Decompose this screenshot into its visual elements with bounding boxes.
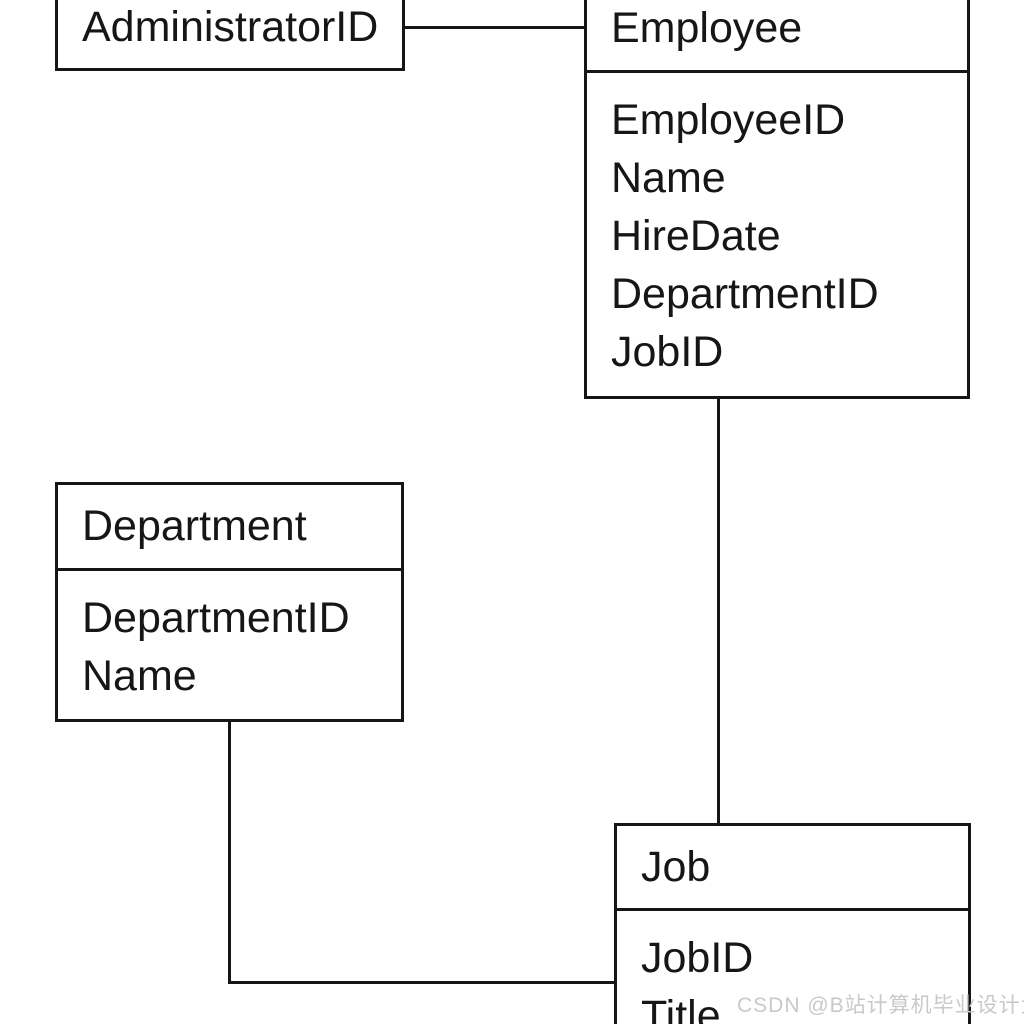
entity-title-job: Job xyxy=(617,826,968,911)
entity-field-list: AdministratorID xyxy=(58,0,402,56)
entity-title-department: Department xyxy=(58,485,401,571)
field-jobid: JobID xyxy=(611,328,724,376)
connector-department-job-vertical-segment xyxy=(228,720,231,984)
entity-employee: Employee EmployeeID Name HireDate Depart… xyxy=(584,0,970,399)
connector-employee-job xyxy=(717,397,720,825)
connector-administrator-employee xyxy=(404,26,586,29)
entity-field-list: EmployeeID Name HireDate DepartmentID Jo… xyxy=(587,73,967,381)
field-administratorid: AdministratorID xyxy=(82,3,379,51)
entity-administrator-partial: AdministratorID xyxy=(55,0,405,71)
field-name: Name xyxy=(611,154,726,202)
entity-department: Department DepartmentID Name xyxy=(55,482,404,722)
field-departmentid: DepartmentID xyxy=(611,270,879,318)
entity-field-list: JobID Title xyxy=(617,911,968,1024)
entity-field-list: DepartmentID Name xyxy=(58,571,401,705)
csdn-watermark: CSDN @B站计算机毕业设计大学 xyxy=(737,994,1024,1017)
entity-title-employee: Employee xyxy=(587,0,967,73)
field-hiredate: HireDate xyxy=(611,212,781,260)
field-employeeid: EmployeeID xyxy=(611,96,846,144)
field-title: Title xyxy=(641,992,721,1024)
field-name: Name xyxy=(82,652,197,700)
entity-job: Job JobID Title xyxy=(614,823,971,1024)
field-jobid: JobID xyxy=(641,934,754,982)
connector-department-job-horizontal-segment xyxy=(228,981,616,984)
field-departmentid: DepartmentID xyxy=(82,594,350,642)
